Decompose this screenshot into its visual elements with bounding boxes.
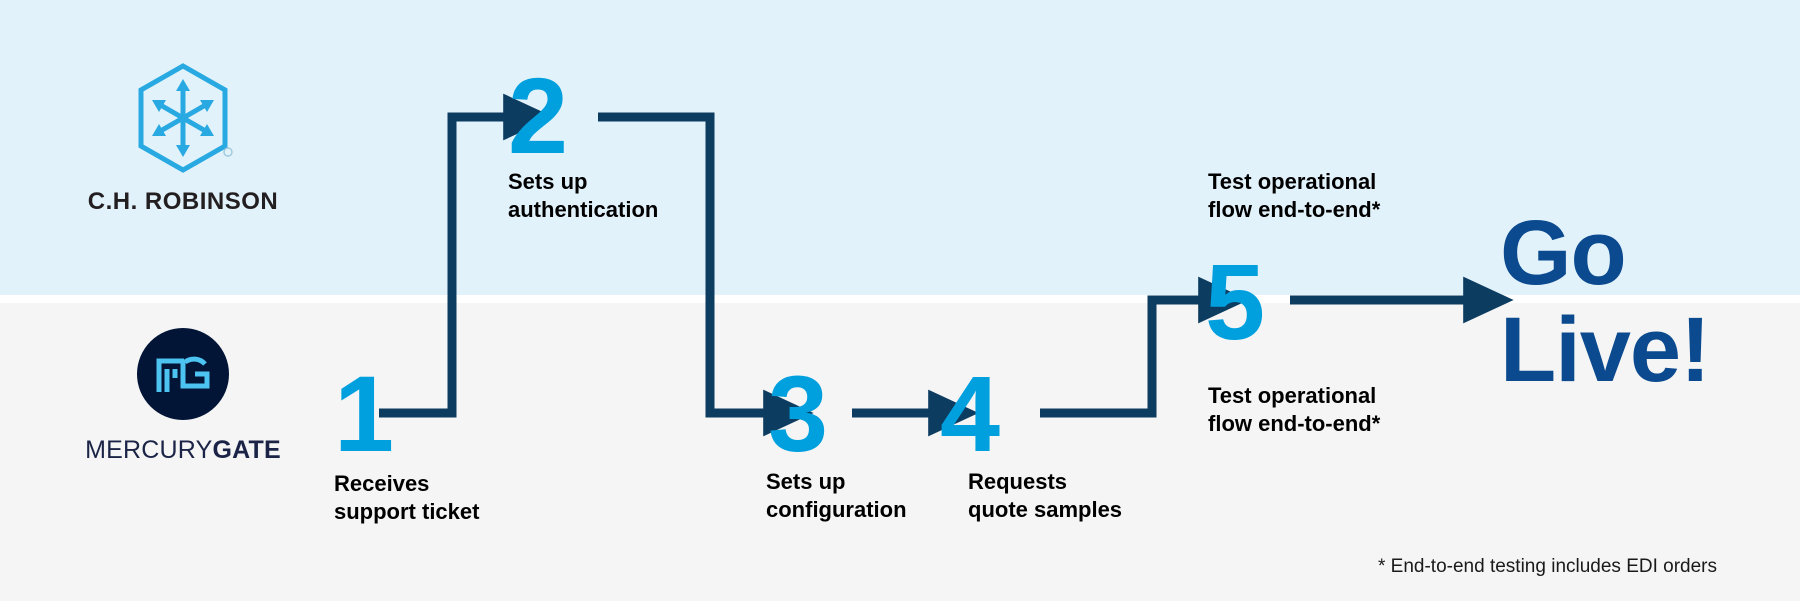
logo-mercurygate: MERCURYGATE (58, 328, 308, 465)
chrobinson-wordmark: C.H. ROBINSON (87, 188, 279, 215)
go-live-text: Go Live! (1500, 202, 1711, 401)
step-caption-2: Sets up authentication (508, 169, 659, 222)
step-number-3: 3 (768, 353, 828, 474)
step-number-4: 4 (940, 353, 1000, 474)
mercurygate-wordmark-bold: GATE (212, 436, 281, 464)
step-caption-5-bottom: Test operational flow end-to-end* (1208, 383, 1381, 436)
footnote: * End-to-end testing includes EDI orders (1378, 556, 1718, 577)
logo-chrobinson: C.H. ROBINSON (58, 62, 308, 216)
hexagon-cube-arrows-icon (138, 63, 233, 173)
step-number-1: 1 (334, 353, 394, 474)
lane-band-chrobinson (0, 0, 1800, 295)
mercurygate-wordmark-light: MERCURY (85, 436, 213, 464)
step-number-2: 2 (508, 55, 568, 176)
step-caption-5-top: Test operational flow end-to-end* (1208, 169, 1381, 222)
step-caption-1: Receives support ticket (334, 471, 480, 524)
mercurygate-wordmark: MERCURYGATE (58, 436, 308, 465)
step-caption-4: Requests quote samples (968, 469, 1123, 522)
step-number-5: 5 (1205, 241, 1265, 362)
lane-band-mercurygate (0, 303, 1800, 601)
step-caption-3: Sets up configuration (766, 469, 907, 522)
mercurygate-circle (137, 328, 229, 420)
mg-monogram-icon (156, 356, 210, 392)
